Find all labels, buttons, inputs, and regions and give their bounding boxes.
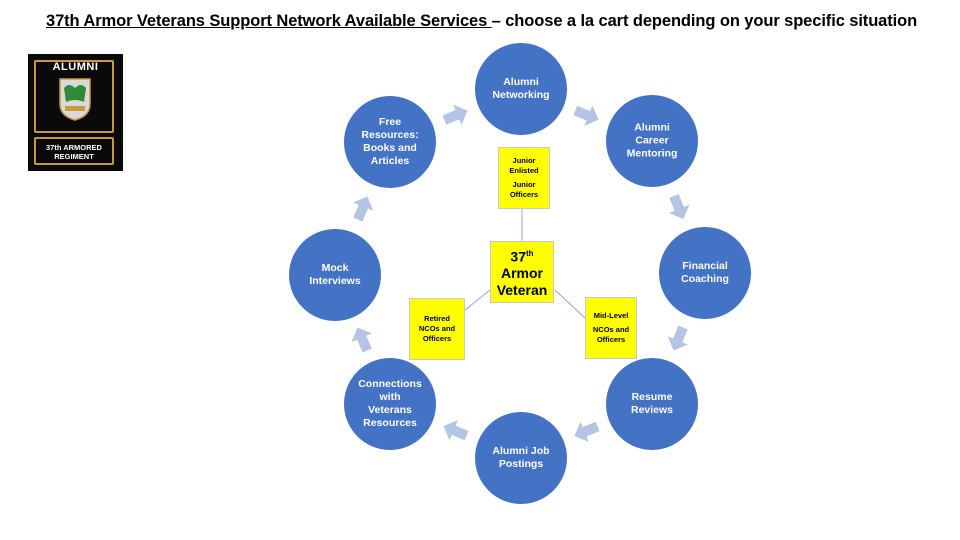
service-label-free-resources: Free Resources: Books and Articles (361, 116, 419, 167)
cycle-arrow-icon (669, 194, 690, 220)
audience-retired-line1: Retired NCOs and Officers (418, 314, 456, 343)
service-label-alumni-networking: Alumni Networking (492, 76, 550, 101)
service-circle-alumni-career-mentoring (606, 95, 698, 187)
cycle-arrow-icon (667, 325, 688, 351)
center-line1: 37th (510, 248, 534, 265)
service-circle-alumni-job-postings (475, 412, 567, 504)
service-circles (289, 43, 751, 504)
service-circle-free-resources (344, 96, 436, 188)
connector-line (464, 289, 491, 311)
title-main: 37th Armor Veterans Support Network Avai… (46, 12, 492, 30)
cycle-arrow-icon (443, 420, 469, 441)
logo-alumni-text: ALUMNI (52, 61, 99, 73)
audience-box-midlevel: Mid-Level NCOs and Officers (585, 297, 637, 359)
service-label-alumni-career-mentoring: Alumni Career Mentoring (626, 121, 678, 160)
service-circle-resume-reviews (606, 358, 698, 450)
logo-regiment-text: 37th ARMORED REGIMENT (34, 137, 114, 165)
center-line2: Armor (500, 265, 543, 282)
audience-box-junior: Junior Enlisted Junior Officers (498, 147, 550, 209)
service-label-alumni-job-postings: Alumni Job Postings (492, 445, 550, 470)
title-subtitle: – choose a la cart depending on your spe… (491, 12, 918, 30)
cycle-arrow-icon (353, 196, 374, 222)
audience-junior-line1: Junior Enlisted (509, 156, 539, 175)
cycle-arrow-icon (442, 104, 468, 125)
audience-box-retired: Retired NCOs and Officers (409, 298, 465, 360)
cycle-arrow-icon (351, 327, 372, 353)
connector-lines (464, 209, 586, 319)
crest-icon (59, 78, 91, 121)
service-circle-mock-interviews (289, 229, 381, 321)
service-label-financial-coaching: Financial Coaching (681, 260, 729, 285)
logo-frame (34, 60, 114, 133)
service-circle-financial-coaching (659, 227, 751, 319)
cycle-arrow-icon (573, 105, 599, 126)
audience-midlevel-line1: Mid-Level (593, 311, 629, 320)
page-title: 37th Armor Veterans Support Network Avai… (46, 12, 917, 31)
service-label-connections-with-veterans-resources: Connections with Veterans Resources (358, 378, 422, 429)
service-label-mock-interviews: Mock Interviews (309, 262, 361, 287)
audience-junior-line2: Junior Officers (509, 180, 539, 199)
service-label-resume-reviews: Resume Reviews (630, 391, 674, 416)
service-circle-connections-with-veterans-resources (344, 358, 436, 450)
service-circle-alumni-networking (475, 43, 567, 135)
cycle-arrow-icon (574, 421, 600, 442)
audience-midlevel-line2: NCOs and Officers (592, 325, 630, 344)
alumni-logo: ALUMNI 37th ARMORED REGIMENT (28, 54, 123, 171)
cycle-arrows (351, 104, 690, 442)
center-node: 37th Armor Veteran (490, 241, 554, 303)
center-line3: Veteran (496, 282, 548, 299)
connector-line (554, 289, 586, 319)
